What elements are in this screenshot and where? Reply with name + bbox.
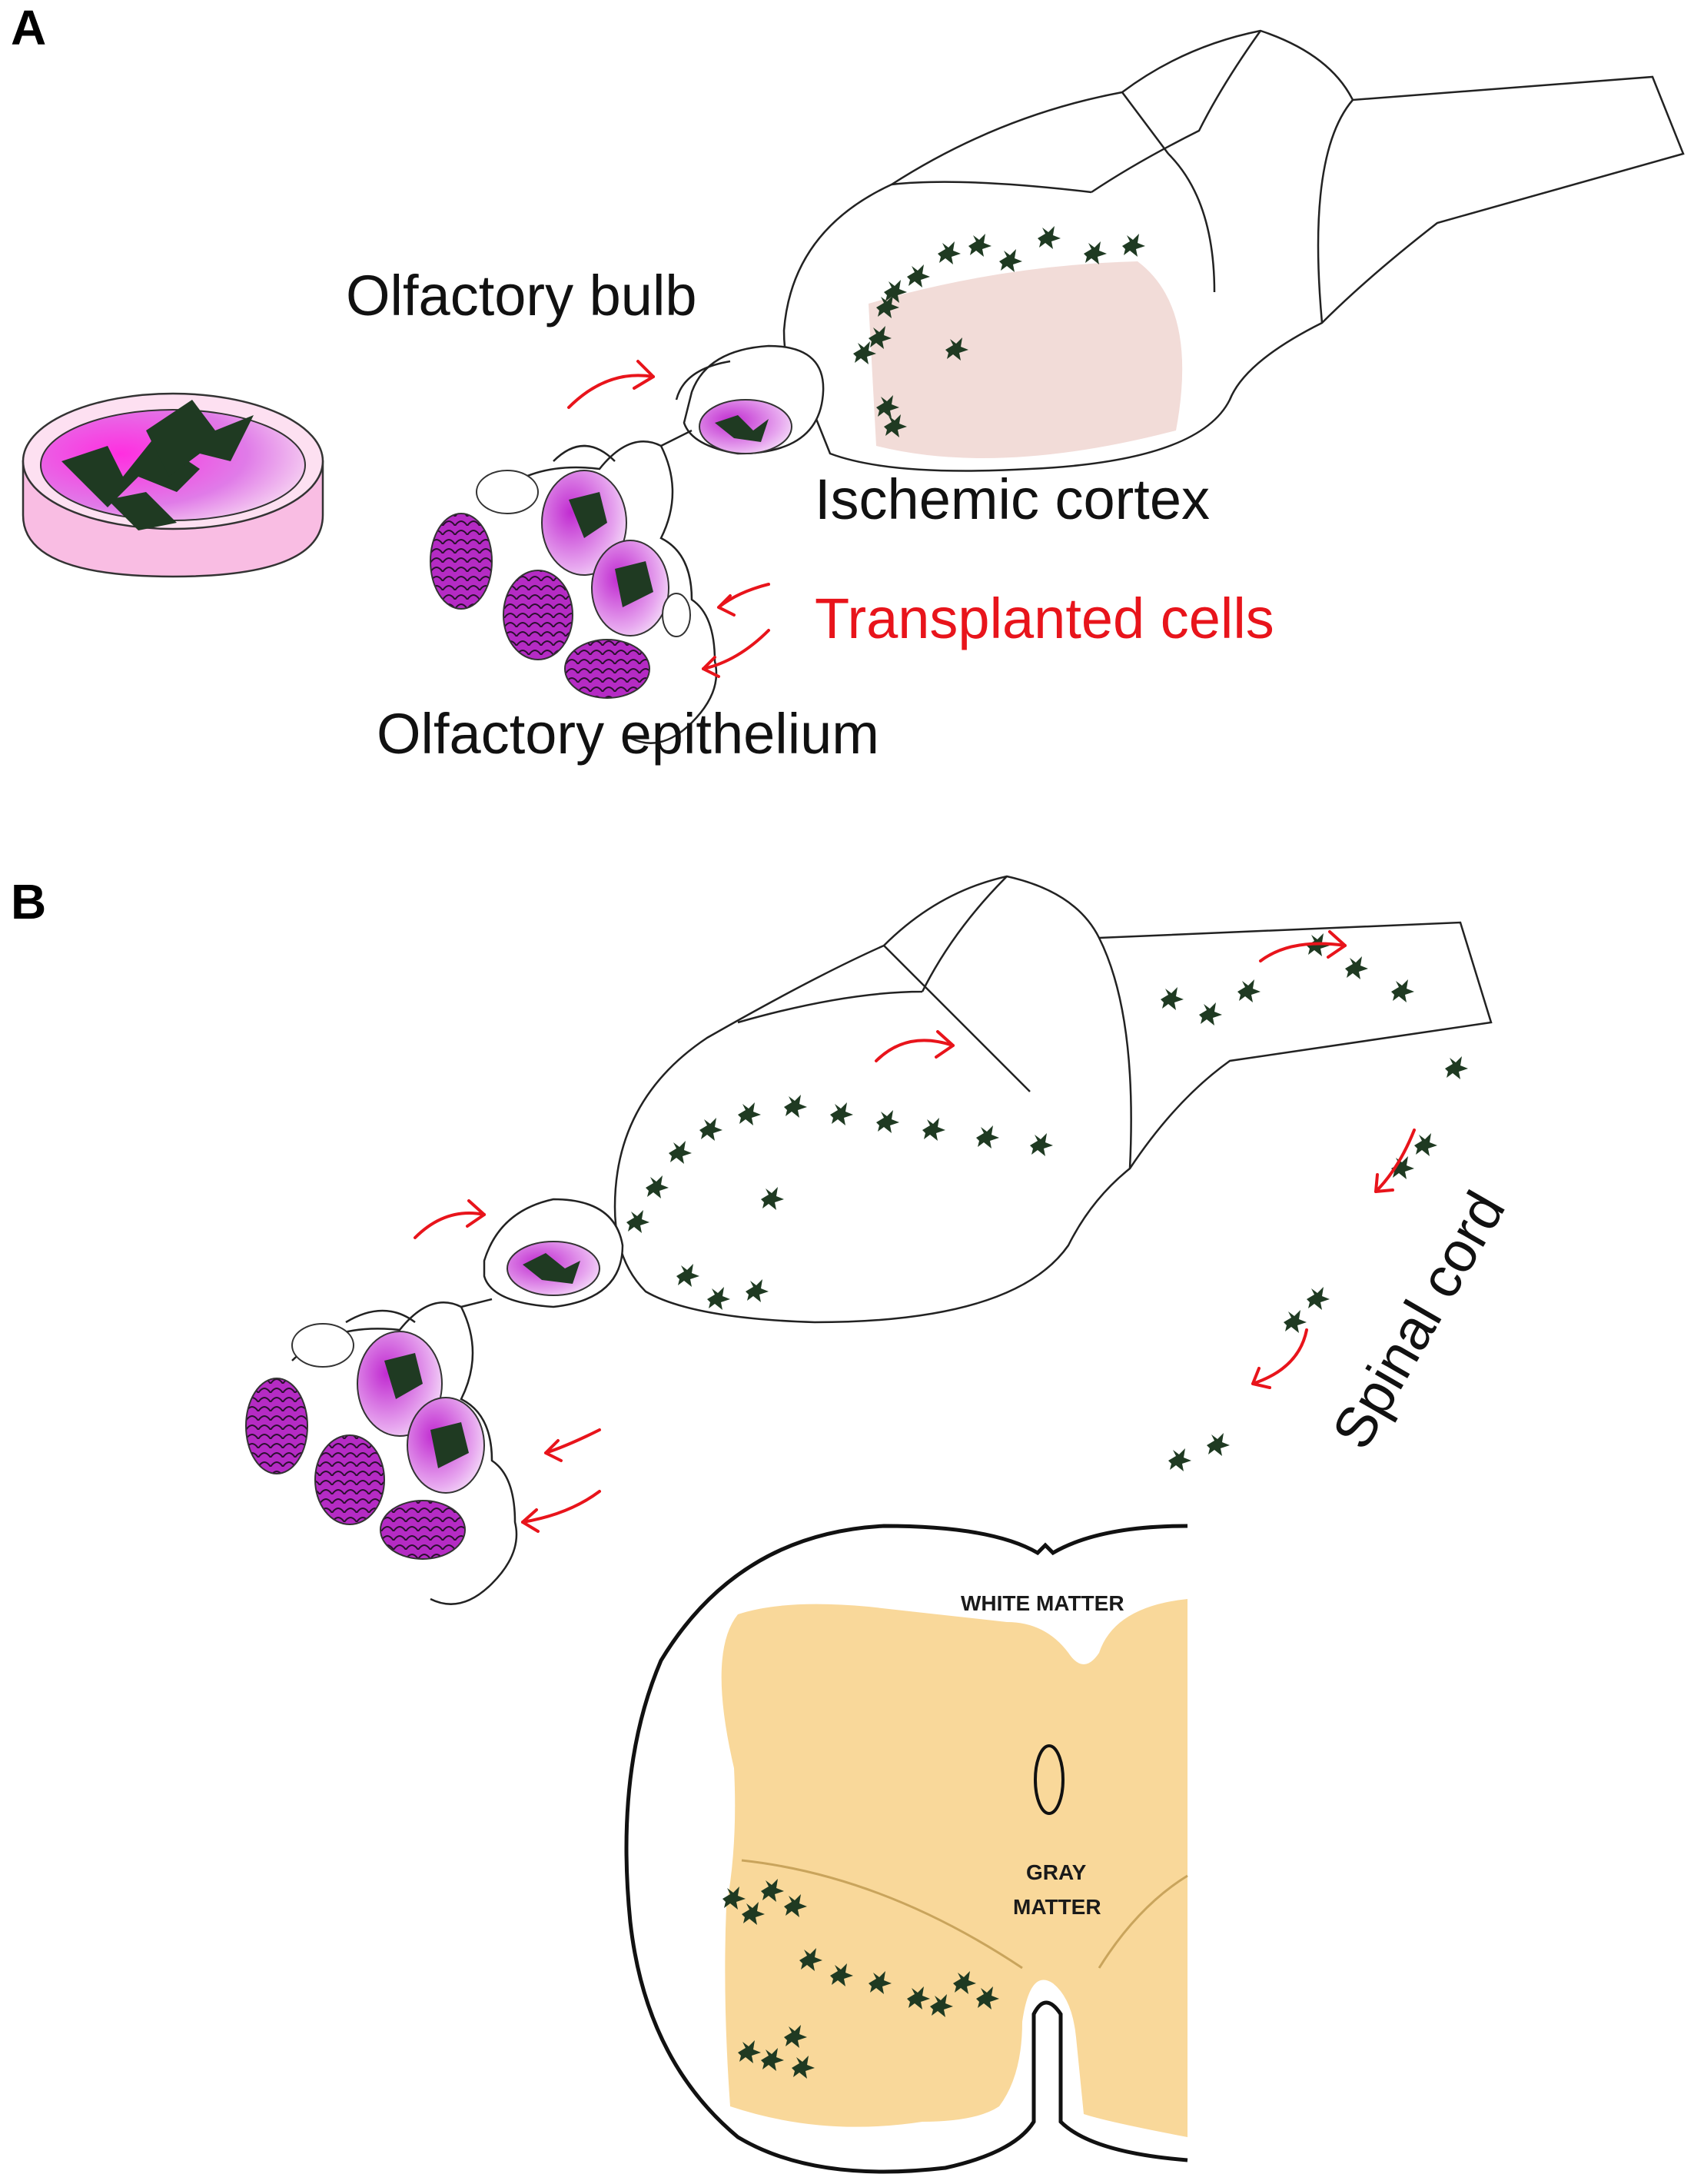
label-gray-matter-line1: GRAY — [1026, 1860, 1087, 1884]
olfactory-epithelium-a — [430, 429, 718, 744]
label-gray-matter-line2: MATTER — [1013, 1895, 1101, 1919]
label-spinal-cord: Spinal cord — [1320, 1181, 1517, 1459]
red-arrows-b — [414, 930, 1416, 1533]
spinal-cord-cross-section: WHITE MATTER GRAY MATTER — [600, 1507, 1199, 2183]
label-transplanted-cells: Transplanted cells — [815, 587, 1274, 650]
label-olfactory-epithelium: Olfactory epithelium — [377, 702, 879, 766]
brain-outline-b — [483, 875, 1493, 1324]
petri-dish-icon — [22, 392, 324, 578]
label-ischemic-cortex: Ischemic cortex — [815, 467, 1210, 531]
panel-letter-b: B — [11, 874, 46, 929]
red-arrows-a — [567, 360, 770, 678]
panel-b: B — [11, 874, 1517, 2183]
panel-a: A — [11, 0, 1685, 766]
brain-outline-a — [675, 29, 1685, 472]
cultured-cells-icon — [61, 400, 254, 530]
label-olfactory-bulb: Olfactory bulb — [346, 264, 697, 327]
olfactory-epithelium-b — [245, 1298, 518, 1605]
label-white-matter: WHITE MATTER — [961, 1591, 1124, 1615]
panel-letter-a: A — [11, 0, 46, 55]
